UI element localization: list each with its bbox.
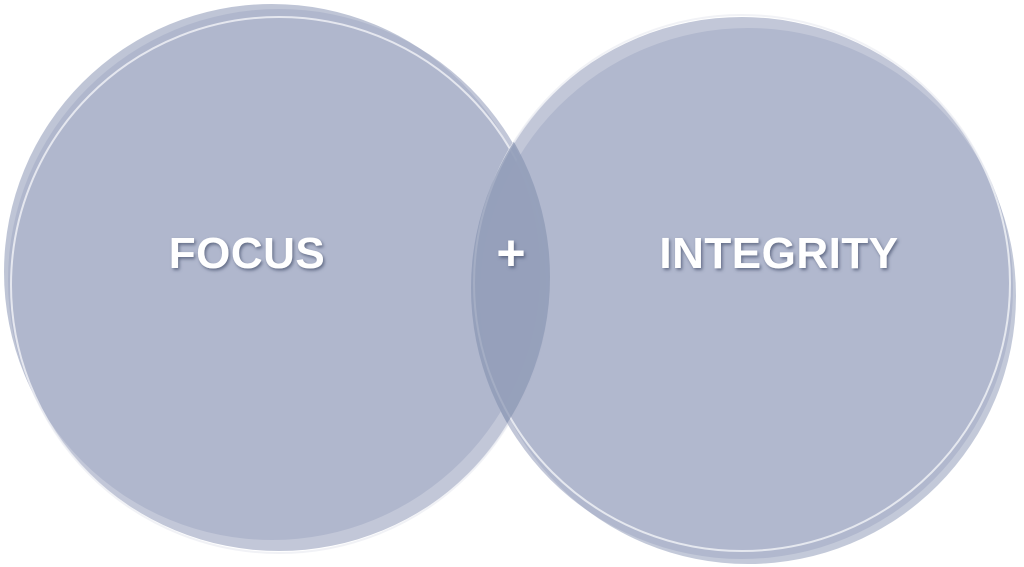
plus-sign: + <box>496 225 525 281</box>
left-circle <box>8 9 550 551</box>
right-circle <box>471 17 1013 559</box>
right-circle-label: INTEGRITY <box>659 229 898 278</box>
left-circle-label: FOCUS <box>169 229 326 278</box>
